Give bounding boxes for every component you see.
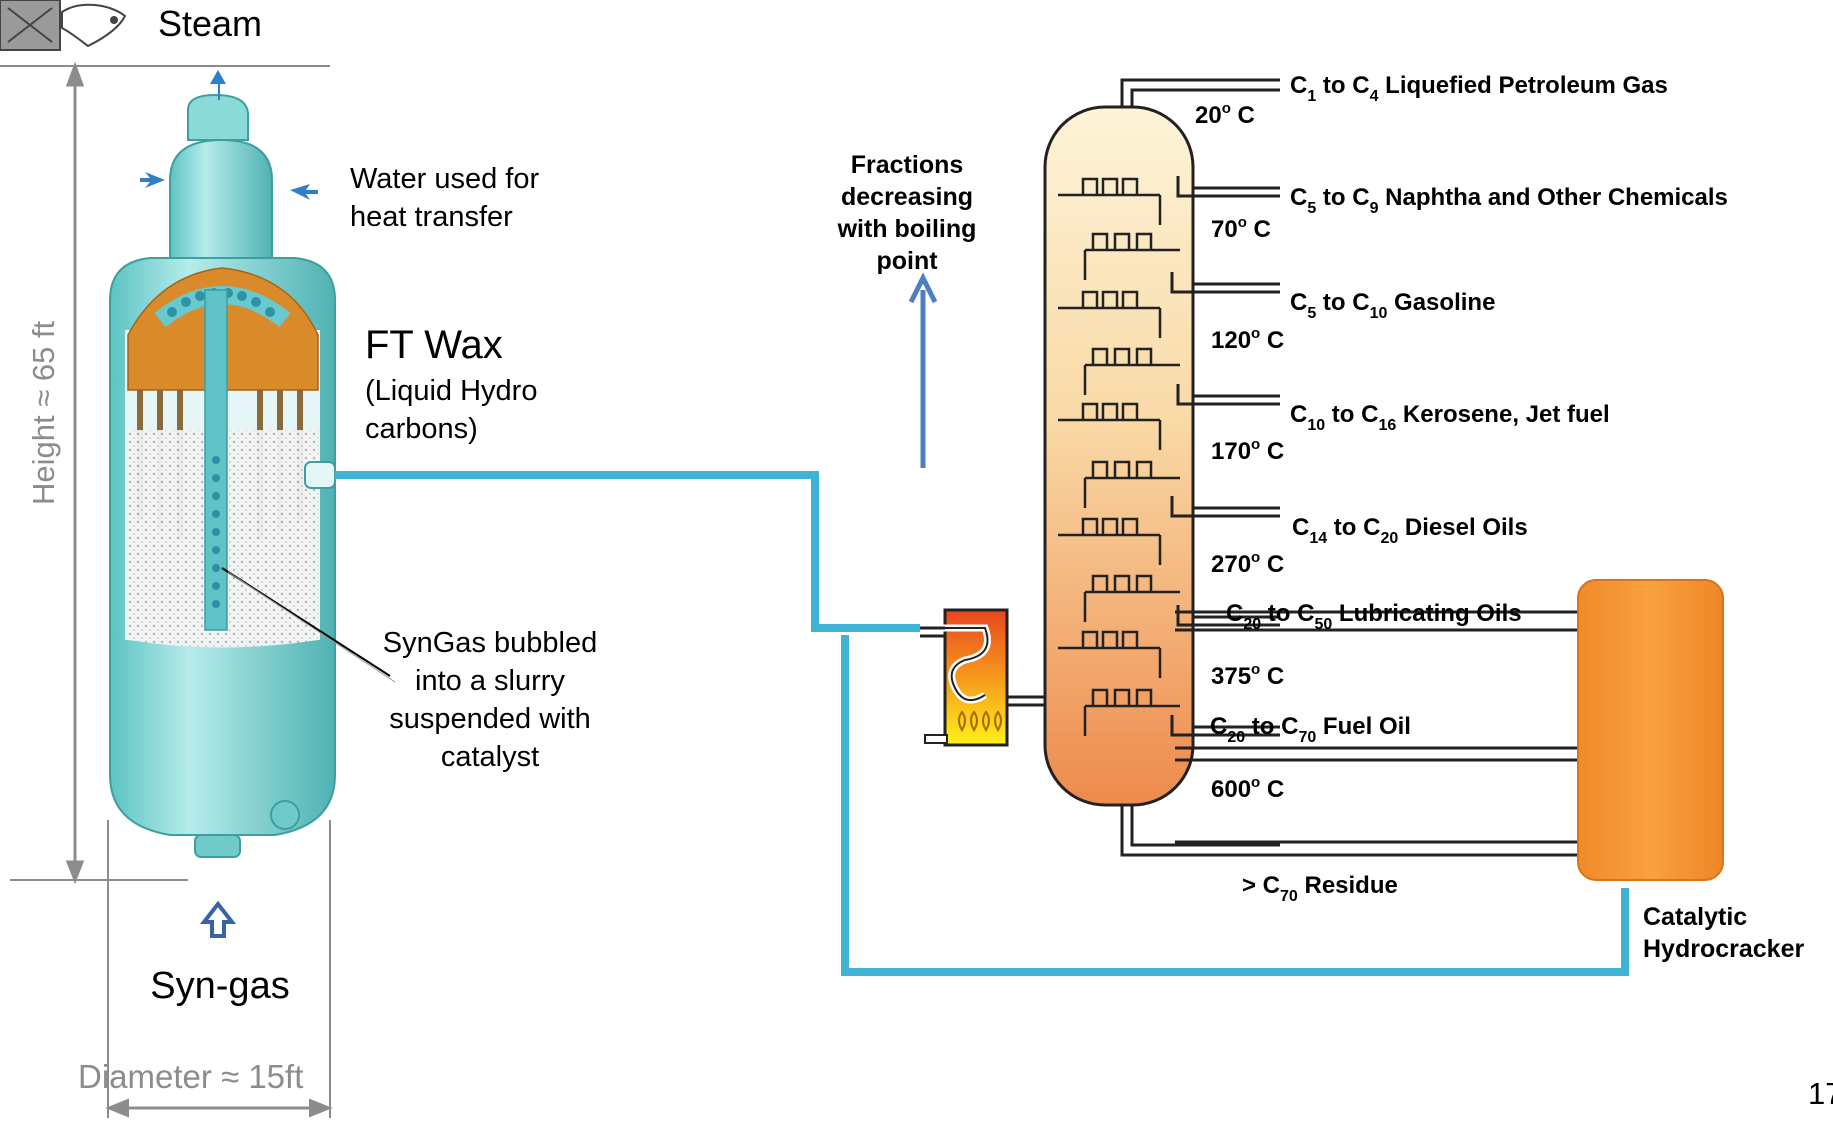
temperature-label: 600o C bbox=[1211, 774, 1284, 803]
distillation-column bbox=[1043, 78, 1585, 857]
product-label: C5 to C9 Naphtha and Other Chemicals bbox=[1290, 184, 1728, 217]
hydrocracker-label-line2: Hydrocracker bbox=[1643, 935, 1804, 963]
product-label: C20 to C70 Fuel Oil bbox=[1210, 713, 1411, 746]
ft-wax-sub-line2: carbons) bbox=[365, 413, 478, 445]
column-tray bbox=[1058, 177, 1162, 225]
temperature-label: 170o C bbox=[1211, 436, 1284, 465]
side-draw-line bbox=[1170, 272, 1280, 294]
column-tray bbox=[1058, 402, 1162, 450]
steam-graphic-icon bbox=[0, 0, 127, 51]
ft-wax-sub-line1: (Liquid Hydro bbox=[365, 375, 537, 407]
ft-wax-title: FT Wax bbox=[365, 323, 503, 367]
fractions-note-line1: Fractions bbox=[851, 151, 964, 179]
column-tray bbox=[1083, 574, 1180, 622]
diameter-label: Diameter ≈ 15ft bbox=[78, 1058, 303, 1095]
product-label: C20 to C50 Lubricating Oils bbox=[1226, 600, 1522, 633]
fractions-note-line3: with boiling bbox=[837, 215, 977, 243]
syngas-desc-line3: suspended with bbox=[389, 703, 591, 735]
hydrocracker-label-line1: Catalytic bbox=[1643, 903, 1747, 931]
height-dimension bbox=[0, 61, 330, 885]
temperature-label: 375o C bbox=[1211, 661, 1284, 690]
side-draw-line bbox=[1170, 715, 1280, 737]
syngas-label: Syn-gas bbox=[150, 965, 289, 1007]
column-tray bbox=[1058, 517, 1162, 565]
side-draw-line bbox=[1170, 496, 1280, 518]
temperature-label: 270o C bbox=[1211, 549, 1284, 578]
product-label: C10 to C16 Kerosene, Jet fuel bbox=[1290, 401, 1610, 434]
side-draw-line bbox=[1176, 176, 1280, 198]
fractions-note-line4: point bbox=[876, 247, 938, 275]
catalytic-hydrocracker bbox=[1577, 579, 1724, 881]
product-label: C14 to C20 Diesel Oils bbox=[1292, 514, 1528, 547]
temperature-label: 70o C bbox=[1211, 214, 1271, 243]
page-number: 17 bbox=[1808, 1076, 1833, 1111]
steam-label: Steam bbox=[158, 3, 262, 44]
water-label-line2: heat transfer bbox=[350, 201, 513, 233]
product-label: C1 to C4 Liquefied Petroleum Gas bbox=[1290, 72, 1668, 105]
column-tray bbox=[1083, 347, 1180, 395]
column-tray bbox=[1083, 688, 1180, 736]
syngas-desc-line4: catalyst bbox=[441, 741, 539, 773]
temperature-label: 20o C bbox=[1195, 100, 1255, 129]
syngas-inlet-arrow-icon bbox=[199, 900, 237, 938]
side-draw-line bbox=[1176, 384, 1280, 406]
process-pipes bbox=[335, 471, 1629, 976]
syngas-desc-line1: SynGas bubbled bbox=[383, 627, 597, 659]
column-tray bbox=[1058, 290, 1162, 338]
column-tray bbox=[1058, 630, 1162, 678]
water-label-line1: Water used for bbox=[350, 163, 539, 195]
syngas-desc-line2: into a slurry bbox=[415, 665, 565, 697]
fractions-note-line2: decreasing bbox=[841, 183, 973, 211]
height-label: Height ≈ 65 ft bbox=[26, 320, 61, 505]
diameter-dimension bbox=[105, 820, 333, 1118]
temperature-label: 120o C bbox=[1211, 325, 1284, 354]
column-tray bbox=[1083, 232, 1180, 280]
column-tray bbox=[1083, 460, 1180, 508]
product-label: C5 to C10 Gasoline bbox=[1290, 289, 1495, 322]
furnace-heater bbox=[920, 608, 1062, 747]
residue-label: > C70 Residue bbox=[1242, 872, 1398, 905]
reactor-vessel bbox=[0, 0, 336, 858]
fractions-up-arrow-icon bbox=[908, 272, 938, 468]
